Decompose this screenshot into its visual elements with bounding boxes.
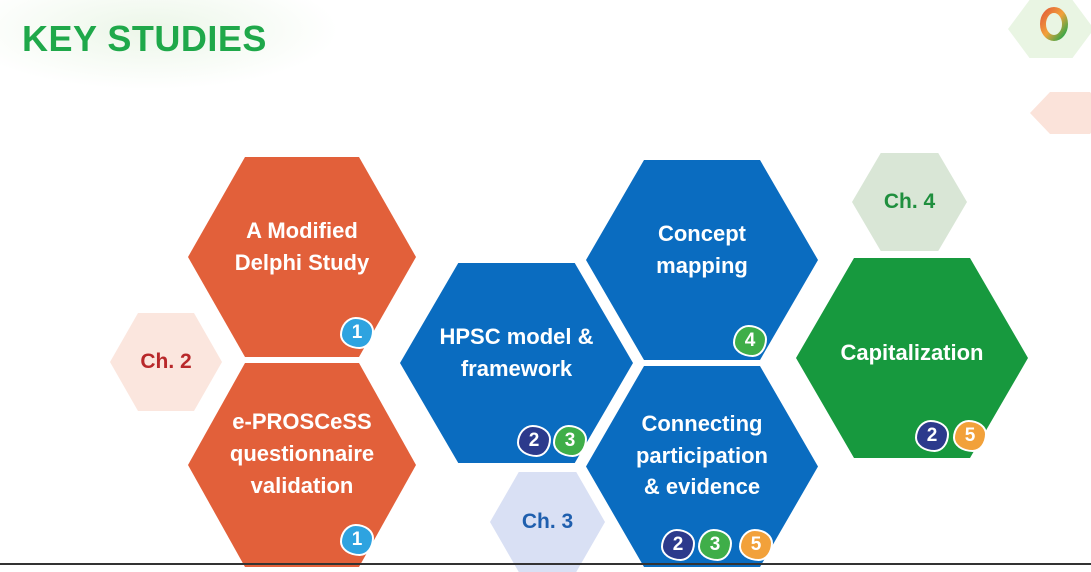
chapter-label: Ch. 3: [521, 510, 574, 533]
chapter-label: Ch. 2: [140, 350, 192, 373]
study-hexagon-connecting: Connecting participation & evidence: [586, 366, 818, 567]
study-hexagon-hpsc: HPSC model & framework: [400, 263, 633, 463]
study-label: HPSC model & framework: [439, 324, 594, 381]
study-label: Concept mapping: [656, 221, 748, 278]
logo-icon: [1040, 7, 1068, 41]
chapter-badge: 1: [340, 317, 374, 349]
study-hexagon-delphi: A Modified Delphi Study: [188, 157, 416, 357]
study-hexagon-eprosces: e-PROSCeSS questionnaire validation: [188, 363, 416, 567]
chapter-badge: 1: [340, 524, 374, 556]
chapter-badge: 3: [553, 425, 587, 457]
chapter-badge: 4: [733, 325, 767, 357]
chapter-2-hexagon: Ch. 2: [110, 313, 222, 411]
decorative-hexagon: [1030, 92, 1091, 134]
page-title: KEY STUDIES: [22, 18, 267, 59]
chapter-3-hexagon: Ch. 3: [490, 472, 605, 572]
study-label: e-PROSCeSS questionnaire validation: [229, 409, 375, 498]
chapter-badge: 2: [661, 529, 695, 561]
chapter-badge: 2: [915, 420, 949, 452]
chapter-label: Ch. 4: [883, 190, 936, 213]
study-label: Connecting participation & evidence: [635, 410, 768, 500]
study-hexagon-concept-mapping: Concept mapping: [586, 160, 818, 360]
study-hexagon-capitalization: Capitalization: [796, 258, 1028, 458]
bottom-divider: [0, 563, 1091, 565]
study-label: Capitalization: [840, 340, 984, 366]
chapter-badge: 5: [739, 529, 773, 561]
chapter-badge: 2: [517, 425, 551, 457]
study-label: A Modified Delphi Study: [234, 218, 370, 275]
chapter-4-hexagon: Ch. 4: [852, 153, 967, 251]
chapter-badge: 3: [698, 529, 732, 561]
chapter-badge: 5: [953, 420, 987, 452]
